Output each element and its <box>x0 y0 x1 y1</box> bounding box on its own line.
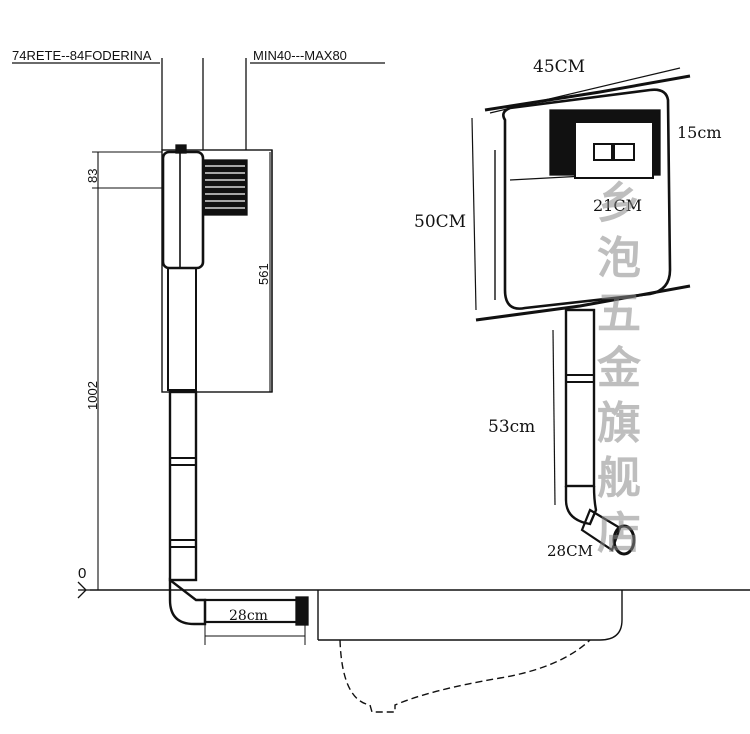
front-downpipe <box>564 308 596 488</box>
watermark-char-0: 乡 <box>597 178 641 229</box>
dim-height-label: 1002 <box>85 381 100 410</box>
watermark-char-6: 店 <box>597 508 641 559</box>
outlet-cap <box>295 596 309 626</box>
cistern-body <box>161 150 205 270</box>
dim-outlet-label: 28cm <box>229 608 268 624</box>
watermark-char-1: 泡 <box>597 233 641 284</box>
front-view <box>471 67 691 556</box>
front-outlet-opening <box>612 524 636 556</box>
cistern-tank <box>502 88 672 310</box>
pipe-length-label: 53cm <box>488 417 535 437</box>
dim-pipe-line <box>552 329 556 506</box>
pipe-elbow <box>168 577 207 626</box>
toilet-bowl <box>317 590 623 713</box>
height-label: 50CM <box>414 212 466 232</box>
watermark-char-3: 金 <box>596 343 642 394</box>
side-view <box>12 58 750 713</box>
top-bracket <box>484 74 691 112</box>
front-outlet <box>580 508 622 552</box>
floor-zero-arrow <box>77 581 87 599</box>
downpipe-lower <box>168 390 198 582</box>
cistern-valve <box>175 144 187 154</box>
front-elbow <box>564 485 598 526</box>
wall-range-left-label: 74RETE--84FODERINA <box>12 48 152 63</box>
watermark-char-5: 舰 <box>597 453 641 504</box>
watermark-char-2: 五 <box>597 288 641 339</box>
plate-width-label: 21CM <box>593 196 642 215</box>
flush-button-small <box>593 143 613 161</box>
width-label: 45CM <box>533 57 585 77</box>
flush-button-large <box>613 143 635 161</box>
dim-top-label: 83 <box>85 169 100 183</box>
dim-tank-label: 561 <box>256 263 271 285</box>
dim-height-line-front <box>471 117 477 311</box>
depth-label: 15cm <box>677 123 722 142</box>
flush-plate-block <box>202 159 248 216</box>
watermark: 乡 泡 五 金 旗 舰 店 <box>596 178 642 559</box>
dim-floor-label: 0 <box>78 565 86 582</box>
downpipe-upper <box>167 267 197 391</box>
outlet-label: 28CM <box>547 542 593 560</box>
wall-range-right-label: MIN40---MAX80 <box>253 48 347 63</box>
watermark-char-4: 旗 <box>597 398 641 449</box>
